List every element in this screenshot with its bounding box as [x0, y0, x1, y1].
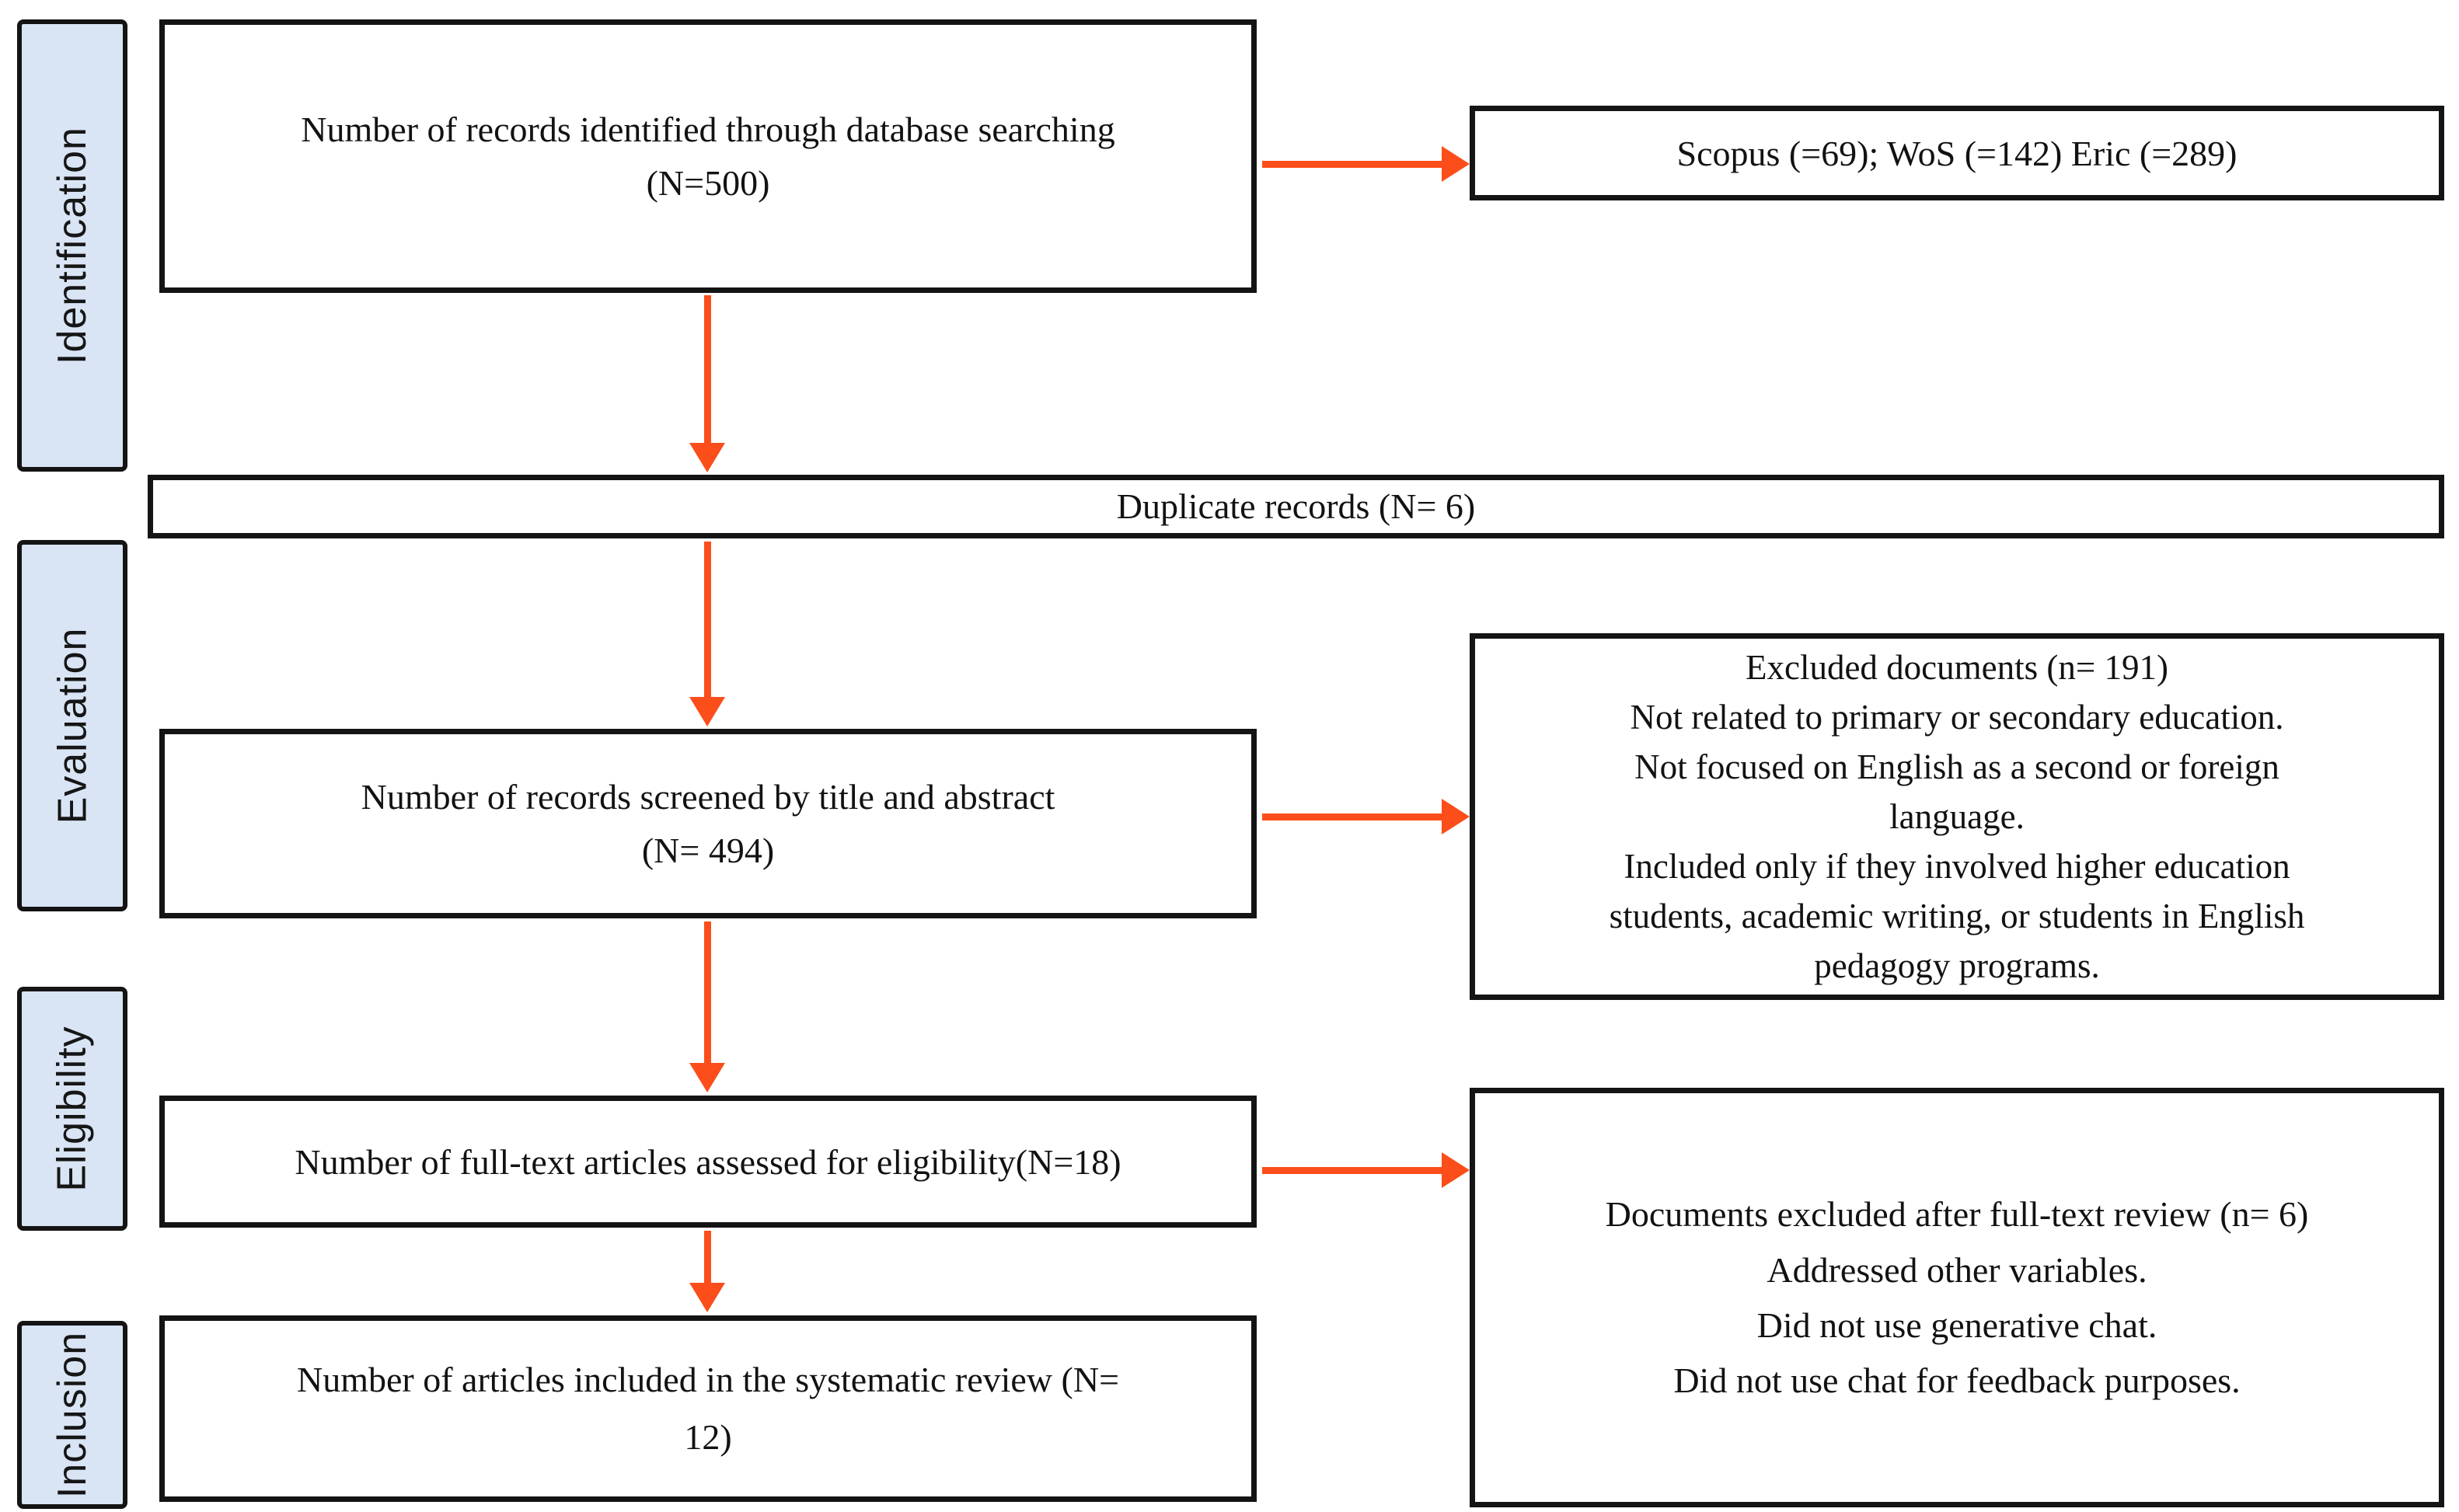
box-text-line: Not focused on English as a second or fo…: [1634, 747, 2279, 786]
arrow-head-icon: [689, 1283, 725, 1312]
stage-box-inclusion: Inclusion: [17, 1321, 127, 1509]
box-text-line: Documents excluded after full-text revie…: [1605, 1194, 2309, 1235]
records-screened-box: Number of records screened by title and …: [159, 729, 1257, 918]
stage-box-evaluation: Evaluation: [17, 540, 127, 911]
database-sources-box: Scopus (=69); WoS (=142) Eric (=289): [1470, 106, 2444, 200]
excluded-documents-fulltext-box: Documents excluded after full-text revie…: [1470, 1088, 2444, 1507]
arrow-screened-to-fulltext-icon: [689, 921, 725, 1092]
box-text-line: (N= 494): [641, 831, 775, 870]
arrow-shaft: [1262, 160, 1442, 168]
stage-label-identification: Identification: [50, 127, 95, 364]
arrow-fulltext-to-included-icon: [689, 1231, 725, 1312]
box-text-line: language.: [1889, 797, 2025, 836]
arrow-duplicates-to-screened-icon: [689, 542, 725, 726]
arrow-head-icon: [689, 443, 725, 472]
arrow-screened-to-excluded-icon: [1262, 799, 1470, 834]
arrow-head-icon: [689, 697, 725, 726]
box-text-line: Duplicate records (N= 6): [1116, 486, 1476, 526]
arrow-fulltext-to-excluded-icon: [1262, 1152, 1470, 1188]
arrow-shaft: [1262, 813, 1442, 820]
box-text-line: Did not use generative chat.: [1756, 1305, 2157, 1345]
excluded-documents-screening-box: Excluded documents (n= 191) Not related t…: [1470, 633, 2444, 1000]
arrow-shaft: [703, 295, 711, 443]
arrow-shaft: [1262, 1166, 1442, 1174]
box-text-line: Scopus (=69); WoS (=142) Eric (=289): [1676, 133, 2238, 173]
arrow-identified-to-duplicates-icon: [689, 295, 725, 472]
box-text-line: Number of full-text articles assessed fo…: [295, 1141, 1121, 1182]
box-text-line: Included only if they involved higher ed…: [1624, 847, 2290, 886]
arrow-head-icon: [1442, 146, 1470, 182]
arrow-head-icon: [689, 1063, 725, 1092]
box-text-line: Addressed other variables.: [1767, 1249, 2147, 1290]
box-text-line: students, academic writing, or students …: [1609, 897, 2305, 935]
box-text-line: Number of records screened by title and …: [361, 777, 1055, 817]
box-text-line: Not related to primary or secondary educ…: [1630, 698, 2284, 737]
stage-box-eligibility: Eligibility: [17, 987, 127, 1231]
articles-included-box: Number of articles included in the syste…: [159, 1315, 1257, 1502]
duplicate-records-box: Duplicate records (N= 6): [148, 475, 2444, 538]
records-identified-box: Number of records identified through dat…: [159, 19, 1257, 293]
arrow-shaft: [703, 921, 711, 1063]
stage-label-inclusion: Inclusion: [50, 1331, 96, 1499]
box-text-line: 12): [684, 1417, 732, 1457]
box-text-line: Excluded documents (n= 191): [1746, 648, 2168, 687]
stage-label-eligibility: Eligibility: [50, 1026, 96, 1192]
box-text-line: Did not use chat for feedback purposes.: [1673, 1360, 2241, 1401]
arrow-head-icon: [1442, 1152, 1470, 1188]
box-text-line: (N=500): [646, 163, 770, 203]
arrow-identified-to-sources-icon: [1262, 146, 1470, 182]
arrow-shaft: [703, 1231, 711, 1283]
box-text-line: pedagogy programs.: [1814, 946, 2100, 985]
box-text-line: Number of records identified through dat…: [301, 110, 1115, 149]
arrow-head-icon: [1442, 799, 1470, 834]
stage-box-identification: Identification: [17, 19, 127, 472]
fulltext-assessed-box: Number of full-text articles assessed fo…: [159, 1096, 1257, 1228]
arrow-shaft: [703, 542, 711, 697]
box-text-line: Number of articles included in the syste…: [296, 1360, 1120, 1400]
stage-label-evaluation: Evaluation: [50, 627, 95, 824]
